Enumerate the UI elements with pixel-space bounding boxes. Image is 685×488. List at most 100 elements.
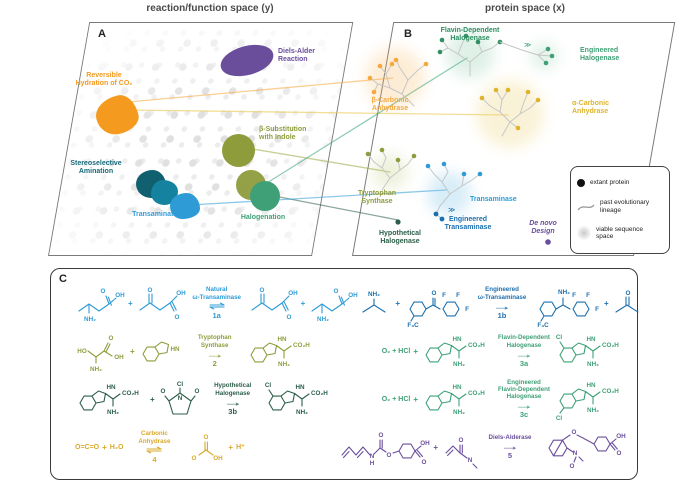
atom-label: O [625, 290, 630, 297]
reaction-number: 3b [228, 406, 238, 416]
atom-label: Cl [556, 334, 563, 341]
cluster-engineered-transaminase: ≫ [433, 205, 455, 222]
label-line: Synthase [200, 341, 229, 349]
atom-label: Cl [556, 415, 563, 422]
label-line: viable sequence [596, 226, 643, 234]
atom-label: OH [616, 433, 626, 440]
atom-label: NH₂ [84, 316, 96, 323]
plus-sign: + [433, 442, 438, 452]
label-beta-substitution: β-Substitution with Indole [259, 126, 339, 143]
atom-label: Cl [265, 382, 272, 389]
atom-label: O [259, 287, 264, 294]
blob-halogenation-green [250, 181, 280, 211]
reaction-5: N H O O OH O + O N Diels-Alderase [338, 423, 627, 471]
atom-label: NH₂ [296, 409, 308, 416]
molecule-chloro-tryptophan-regioisomer: Cl HN NH₂ CO₂H [556, 382, 619, 422]
map-line-transamination-transaminase [189, 189, 447, 206]
map-line-hydration-beta-ca [127, 77, 394, 103]
plus-sign: + [413, 394, 418, 404]
label-line: β-Substitution [259, 126, 307, 133]
panel-a-label: A [98, 28, 106, 40]
molecule-fluoro-aryl-ketone: O F F F F₃C [407, 290, 469, 328]
atom-label: CO₂H [468, 390, 485, 397]
label-line: Stereoselective [70, 160, 122, 167]
molecule-tryptophan: HN NH₂ CO₂H [250, 336, 310, 368]
label-line: ω-Transaminase [192, 293, 241, 301]
atom-label: HO [77, 348, 87, 355]
molecule-bicarbonate: O O OH [192, 434, 224, 462]
atom-label: O [459, 437, 464, 444]
atom-label: OH [115, 292, 125, 299]
legend-label: past evolutionary lineage [600, 199, 649, 214]
atom-label: OH [214, 455, 224, 462]
legend-item-extant: extant protein [577, 179, 663, 188]
reaction-3c: O₂ + HCl + HN NH₂ CO₂H Engineered Flavin… [382, 376, 627, 422]
label-transaminase: Transaminase [470, 196, 542, 204]
label-line: Anhydrase [572, 108, 609, 116]
atom-label: CO₂H [468, 342, 485, 349]
label-beta-ca: β-Carbonic Anhydrase [352, 97, 428, 114]
plus-sign: + [130, 346, 135, 356]
label-hypothetical-halogenase: Hypothetical Halogenase [358, 230, 442, 247]
reaction-arrow: ⇌ [145, 442, 163, 457]
molecule-tryptophan: HN NH₂ CO₂H [79, 384, 139, 416]
label-line: Flavin-Dependent [498, 334, 550, 342]
cluster-flavin-dependent-halogenase [437, 33, 503, 77]
molecule-chloro-tryptophan: Cl HN NH₂ CO₂H [556, 334, 619, 368]
reaction-arrow-3c: Engineered Flavin-Dependent Halogenase →… [495, 379, 553, 419]
reaction-number: 3a [519, 358, 529, 368]
molecule-chloro-tryptophan: Cl HN NH₂ CO₂H [265, 382, 328, 416]
label-transamination: Transamination [116, 211, 200, 219]
reaction-number: 2 [212, 358, 217, 368]
label-line: De novo [529, 220, 557, 227]
label-line: Hydration of CO₂ [75, 80, 133, 88]
molecule-diene-carbamate: N H O O OH O [341, 432, 430, 467]
atom-label: O [379, 432, 384, 439]
atom-label: NH₂ [278, 361, 290, 368]
label-line: Hypothetical [378, 230, 421, 237]
label-alpha-ca: α-Carbonic Anhydrase [572, 100, 650, 117]
enzyme-name: Tryptophan Synthase [198, 334, 232, 348]
reaction-arrow: → [222, 394, 243, 409]
reaction-row-2: HO NH₂ O OH + HN Tryptophan Synthase → [61, 327, 629, 375]
molecule-isopropylamine: NH₂ [362, 291, 386, 313]
reaction-3b: HN NH₂ CO₂H + Cl N O O Hypothetical Halo… [75, 378, 336, 420]
plus-sign: + [300, 298, 306, 308]
cluster-alpha-carbonic-anhydrase [479, 87, 541, 137]
panel-c-label: C [59, 273, 67, 285]
blob-transamination [170, 193, 200, 219]
reagent-text: O₂ + HCl [381, 395, 411, 403]
atom-label: OH [349, 292, 359, 299]
reaction-row-4: O=C=O + H₂O Carbonic Anhydrase ⇌ 4 O O O… [61, 423, 629, 471]
atom-label: O [286, 314, 291, 321]
molecule-n-chlorosuccinimide: Cl N O O [160, 381, 199, 415]
molecule-serine: HO NH₂ O OH [77, 335, 124, 373]
protein-space-trees: ≫ ≫ [365, 30, 558, 245]
atom-label: CO₂H [602, 342, 619, 349]
label-line: Halogenase [506, 393, 542, 401]
atom-label: CO₂H [311, 390, 328, 397]
blob-beta-substitution [222, 134, 255, 167]
label-line: Flavin-Dependent [498, 385, 550, 393]
plus-sign: + [102, 442, 107, 452]
reaction-number: 1b [497, 310, 507, 320]
atom-label: F [572, 292, 576, 299]
cluster-engineered-halogenase: ≫ [499, 41, 555, 66]
reaction-3a: O₂ + HCl + HN NH₂ CO₂H Flavin-Dependent … [382, 330, 627, 372]
enzyme-name: Flavin-Dependent Halogenase [498, 334, 550, 348]
enzyme-name: Carbonic Anhydrase [138, 430, 170, 444]
label-line: Design [531, 228, 555, 236]
reaction-arrow-5: Diels-Alderase → 5 [481, 434, 539, 460]
top-section: reaction/function space (y) protein spac… [0, 0, 685, 262]
panel-b-title: protein space (x) [484, 3, 566, 14]
atom-label: CO₂H [293, 342, 310, 349]
atom-label: F [465, 306, 469, 313]
label-line: Halogenase [450, 35, 490, 43]
reaction-2: HO NH₂ O OH + HN Tryptophan Synthase → [75, 329, 318, 373]
label-line: Flavin-Dependent [440, 27, 500, 34]
atom-label: HN [277, 336, 287, 343]
label-line: Transaminase [444, 224, 492, 232]
label-line: lineage [600, 206, 621, 214]
reaction-arrow: ⇌ [208, 298, 226, 313]
